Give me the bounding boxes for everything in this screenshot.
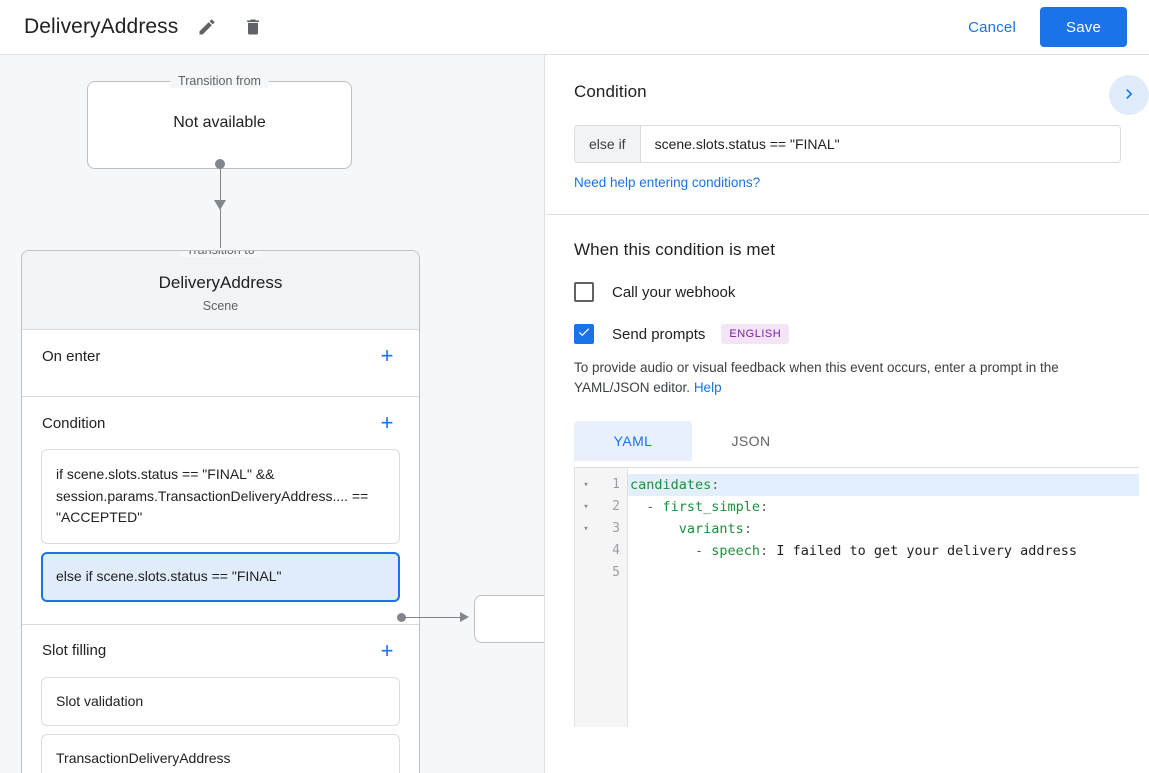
editor-line-number: 4 bbox=[612, 543, 620, 558]
scene-header: DeliveryAddress Scene bbox=[22, 251, 419, 330]
editor-gutter-line: ▾2 bbox=[575, 496, 627, 518]
add-slot-filling-button[interactable]: + bbox=[375, 639, 399, 663]
editor-indent: - bbox=[630, 498, 663, 515]
editor-code-line[interactable]: candidates: bbox=[628, 473, 1139, 496]
section-condition: Condition + if scene.slots.status == "FI… bbox=[22, 397, 419, 625]
editor-tabs: YAML JSON bbox=[574, 420, 1121, 461]
fold-triangle-icon[interactable]: ▾ bbox=[583, 523, 589, 534]
outgoing-connector-arrow-icon bbox=[460, 612, 469, 622]
pencil-icon bbox=[197, 17, 217, 37]
yaml-key: variants bbox=[678, 520, 744, 537]
graph-panel: Transition from Not available Transition… bbox=[0, 55, 545, 773]
editor-indent: - bbox=[630, 542, 712, 559]
editor-gutter-line: ▾1 bbox=[575, 474, 627, 496]
language-badge: ENGLISH bbox=[721, 324, 790, 344]
condition-prefix-label: else if bbox=[575, 126, 641, 162]
fold-triangle-icon[interactable]: ▾ bbox=[583, 479, 589, 490]
edit-button[interactable] bbox=[190, 10, 224, 44]
add-on-enter-button[interactable]: + bbox=[375, 344, 399, 368]
editor-code-line[interactable]: variants: bbox=[628, 518, 1139, 540]
transition-from-value: Not available bbox=[173, 114, 266, 131]
check-icon bbox=[577, 325, 591, 344]
add-condition-button[interactable]: + bbox=[375, 411, 399, 435]
sidebar-section-title-slot-filling: Slot filling bbox=[42, 642, 107, 660]
yaml-colon: : bbox=[760, 498, 769, 515]
editor-indent bbox=[630, 521, 679, 537]
condition-help-link[interactable]: Need help entering conditions? bbox=[574, 175, 761, 190]
detail-panel: Condition else if Need help entering con… bbox=[546, 55, 1149, 773]
editor-line-number: 2 bbox=[612, 499, 620, 514]
transition-to-card: Transition to DeliveryAddress Scene On e… bbox=[21, 250, 420, 773]
call-webhook-label: Call your webhook bbox=[612, 283, 736, 301]
when-condition-met-block: When this condition is met Call your web… bbox=[546, 215, 1149, 727]
when-condition-met-heading: When this condition is met bbox=[574, 240, 776, 259]
editor-code-line[interactable] bbox=[628, 562, 1139, 584]
yaml-key: first_simple bbox=[662, 498, 761, 515]
yaml-colon: : bbox=[760, 542, 769, 559]
call-webhook-checkbox[interactable] bbox=[574, 282, 594, 302]
connector-arrow-icon bbox=[214, 200, 226, 210]
yaml-value: I failed to get your delivery address bbox=[768, 542, 1078, 559]
prompts-help-link[interactable]: Help bbox=[693, 380, 722, 396]
yaml-key: speech bbox=[711, 542, 761, 559]
editor-line-number: 3 bbox=[612, 521, 620, 536]
tab-yaml[interactable]: YAML bbox=[574, 420, 692, 461]
section-on-enter: On enter + bbox=[22, 330, 419, 397]
transition-to-legend: Transition to bbox=[178, 251, 263, 257]
editor-gutter-line: 4 bbox=[575, 540, 627, 562]
scene-name: DeliveryAddress bbox=[158, 273, 283, 292]
delete-button[interactable] bbox=[236, 10, 270, 44]
editor-gutter-line: ▾3 bbox=[575, 518, 627, 540]
cancel-button[interactable]: Cancel bbox=[954, 11, 1030, 44]
tab-json[interactable]: JSON bbox=[731, 432, 771, 449]
section-header-condition: Condition + bbox=[22, 397, 419, 449]
yaml-colon: : bbox=[743, 520, 752, 537]
scene-type: Scene bbox=[202, 299, 239, 313]
list-item-selected-condition[interactable]: else if scene.slots.status == "FINAL" bbox=[41, 552, 400, 602]
condition-input[interactable] bbox=[640, 126, 1120, 162]
yaml-key: candidates bbox=[630, 476, 712, 493]
transition-from-card[interactable]: Transition from Not available bbox=[87, 74, 352, 169]
editor-line-number: 5 bbox=[612, 565, 620, 580]
prompts-description-text: To provide audio or visual feedback when… bbox=[574, 360, 1059, 396]
webhook-row: Call your webhook bbox=[574, 282, 1121, 302]
condition-field: else if bbox=[574, 125, 1121, 163]
editor-code-area[interactable]: candidates: - first_simple: variants: - … bbox=[628, 468, 1139, 727]
sidebar-section-title-condition: Condition bbox=[42, 414, 106, 432]
condition-help-row: Need help entering conditions? bbox=[574, 174, 1121, 192]
outgoing-connector-line bbox=[404, 617, 462, 618]
chevron-right-icon bbox=[1119, 84, 1139, 107]
condition-block: Condition else if Need help entering con… bbox=[546, 55, 1149, 215]
outgoing-connector-dot bbox=[397, 613, 406, 622]
editor-gutter-line: 5 bbox=[575, 562, 627, 584]
section-header-slot-filling: Slot filling + bbox=[22, 625, 419, 677]
app-header: DeliveryAddress Cancel Save bbox=[0, 0, 1149, 55]
collapse-panel-button[interactable] bbox=[1109, 75, 1149, 115]
editor-line-number: 1 bbox=[612, 477, 620, 492]
condition-heading: Condition bbox=[574, 82, 647, 101]
send-prompts-row: Send prompts ENGLISH bbox=[574, 324, 1121, 344]
prompts-description: To provide audio or visual feedback when… bbox=[574, 358, 1121, 399]
editor-code-line[interactable]: - first_simple: bbox=[628, 496, 1139, 518]
list-item[interactable]: TransactionDeliveryAddress bbox=[41, 734, 400, 773]
list-item[interactable]: Slot validation bbox=[41, 676, 400, 727]
sidebar-section-title-on-enter: On enter bbox=[42, 347, 101, 365]
yaml-colon: : bbox=[711, 476, 720, 493]
next-node-card[interactable] bbox=[474, 595, 544, 643]
transition-from-legend: Transition from bbox=[170, 74, 269, 88]
editor-code-line[interactable]: - speech: I failed to get your delivery … bbox=[628, 540, 1139, 562]
page-title: DeliveryAddress bbox=[24, 15, 179, 38]
section-header-on-enter: On enter + bbox=[22, 330, 419, 382]
save-button[interactable]: Save bbox=[1040, 7, 1127, 47]
send-prompts-checkbox[interactable] bbox=[574, 324, 594, 344]
send-prompts-label: Send prompts bbox=[612, 325, 706, 343]
fold-triangle-icon[interactable]: ▾ bbox=[583, 501, 589, 512]
list-item[interactable]: if scene.slots.status == "FINAL" && sess… bbox=[41, 449, 400, 545]
trash-icon bbox=[243, 17, 263, 37]
section-slot-filling: Slot filling + Slot validation Transacti… bbox=[22, 625, 419, 773]
